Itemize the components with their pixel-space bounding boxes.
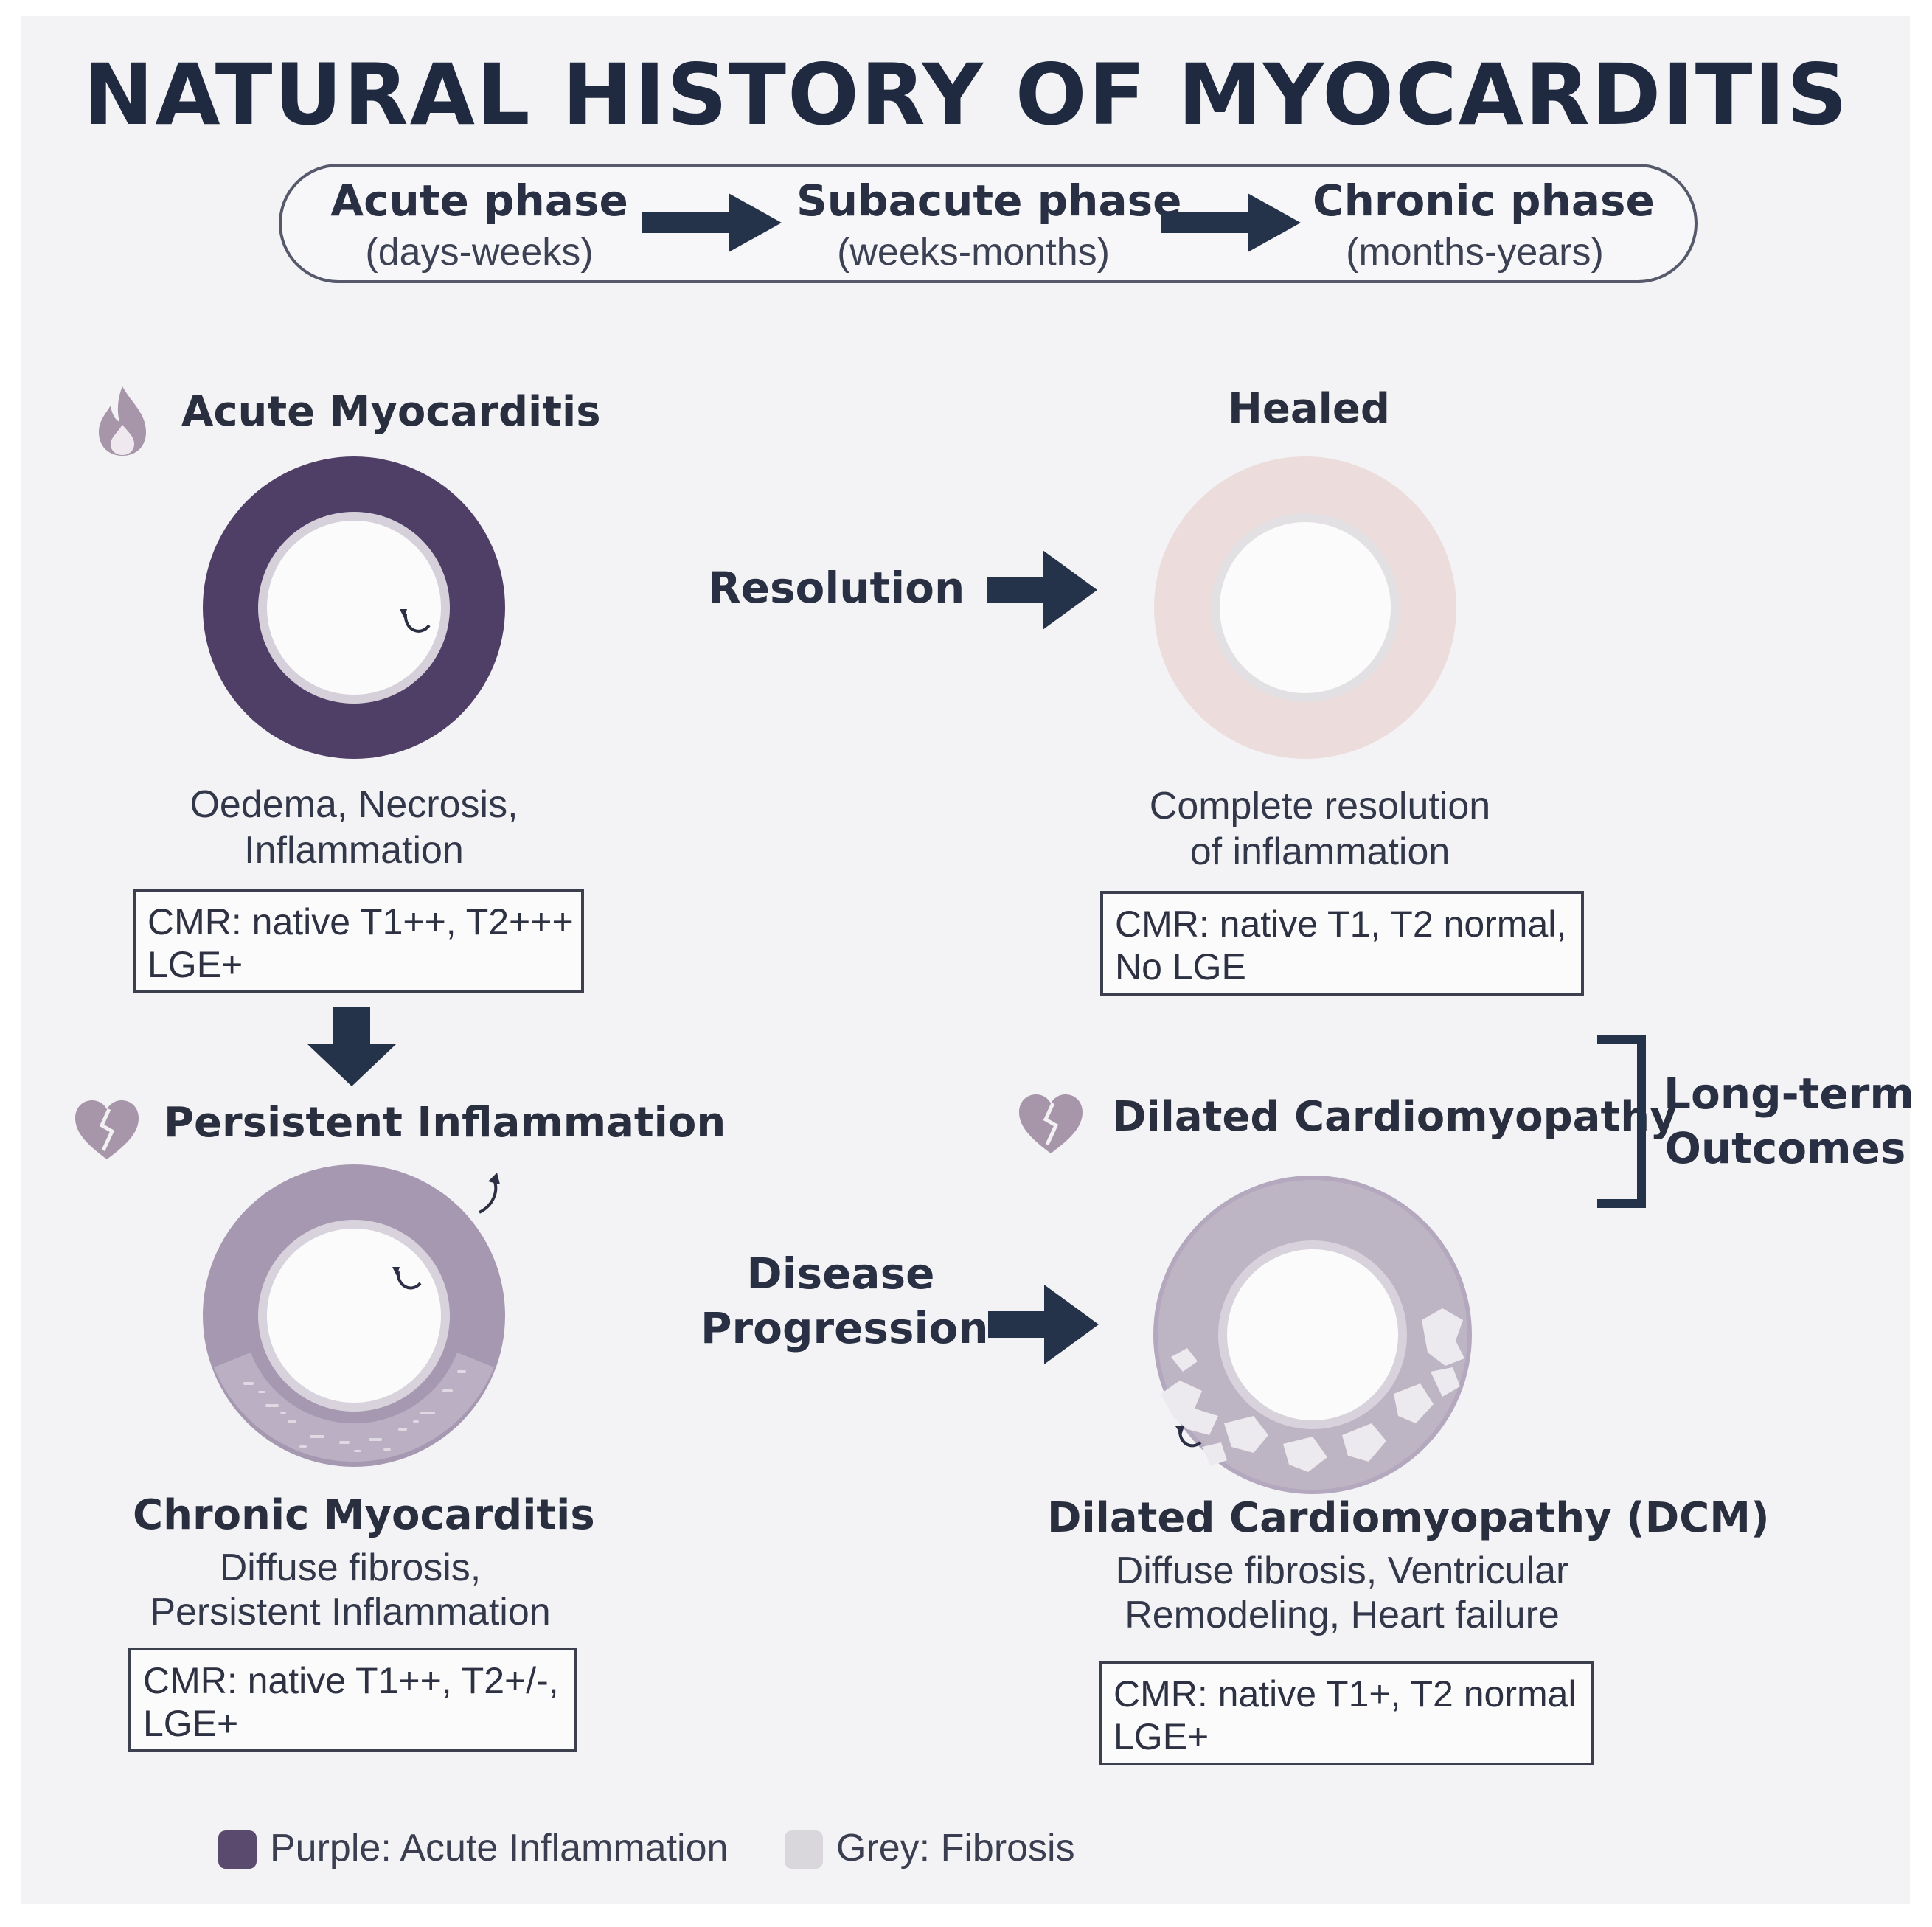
transition-label-line: Progression [701,1303,989,1353]
chronic-myocardium-ring [203,1164,505,1467]
persistent-inflammation-heading: Persistent Inflammation [164,1099,726,1147]
chronic-cmr-box: CMR: native T1++, T2+/-, LGE+ [128,1648,577,1752]
dcm-subheading: Dilated Cardiomyopathy (DCM) [1047,1494,1770,1542]
description-line: Remodeling, Heart failure [1125,1594,1560,1636]
phase-chronic: Chronic phase (months-years) [1313,176,1655,274]
phase-timeline [279,164,1698,283]
broken-heart-icon [1019,1094,1083,1153]
page-title: NATURAL HISTORY OF MYOCARDITIS [83,46,1849,144]
phase-arrow-2-icon [1161,193,1301,252]
healed-myocardium-ring [1154,456,1456,759]
cmr-line: LGE+ [1113,1716,1209,1757]
healed-description: Complete resolution of inflammation [1091,783,1549,875]
cmr-line: CMR: native T1++, T2+/-, [143,1660,559,1701]
phase-name: Acute phase [330,176,628,226]
description-line: of inflammation [1189,830,1450,873]
description-line: Diffuse fibrosis, [219,1546,482,1589]
description-line: Complete resolution [1149,785,1491,827]
phase-duration: (months-years) [1346,231,1604,274]
transition-label-line: Resolution [708,563,965,613]
cmr-line: No LGE [1115,946,1246,987]
dcm-myocardium-ring [1153,1176,1472,1494]
cmr-line: CMR: native T1++, T2+++ [147,901,574,942]
flame-icon [99,386,146,456]
chronic-description: Diffuse fibrosis, Persistent Inflammatio… [111,1546,590,1634]
dcm-description: Diffuse fibrosis, Ventricular Remodeling… [1062,1549,1622,1637]
legend-swatch-purple [218,1830,257,1869]
description-line: Inflammation [244,829,464,872]
healed-cmr-box: CMR: native T1, T2 normal, No LGE [1100,891,1584,996]
legend-label-grey: Grey: Fibrosis [836,1827,1075,1869]
description-line: Persistent Inflammation [150,1591,551,1633]
outcomes-bracket-icon [1597,1035,1646,1208]
dcm-heading: Dilated Cardiomyopathy [1112,1093,1677,1141]
cmr-line: CMR: native T1+, T2 normal [1113,1673,1577,1715]
legend-label-purple: Purple: Acute Inflammation [270,1827,729,1869]
phase-name: Subacute phase [796,176,1182,226]
phase-duration: (days-weeks) [365,231,594,274]
phase-duration: (weeks-months) [837,231,1110,274]
cmr-line: CMR: native T1, T2 normal, [1115,903,1567,945]
dcm-cmr-box: CMR: native T1+, T2 normal LGE+ [1099,1661,1594,1765]
acute-myocardium-ring [203,456,505,759]
phase-acute: Acute phase (days-weeks) [324,176,634,274]
chronic-myocarditis-subheading: Chronic Myocarditis [133,1491,595,1539]
disease-progression-label: Disease Progression [701,1246,989,1355]
resolution-arrow-icon [987,550,1097,630]
resolution-label: Resolution [708,560,965,615]
legend-swatch-grey [785,1830,823,1869]
outcomes-label-line: Long-term [1664,1069,1914,1119]
outcomes-label-line: Outcomes [1664,1123,1906,1173]
phase-subacute: Subacute phase (weeks-months) [796,176,1182,274]
cmr-line: LGE+ [147,944,243,985]
long-term-outcomes-label: Long-term Outcomes [1664,1066,1914,1176]
broken-heart-icon [75,1100,139,1159]
cmr-line: LGE+ [143,1703,239,1744]
acute-description: Oedema, Necrosis, Inflammation [133,782,575,873]
phase-name: Chronic phase [1313,176,1655,226]
description-line: Oedema, Necrosis, [190,783,518,826]
transition-label-line: Disease [746,1249,935,1299]
acute-cmr-box: CMR: native T1++, T2+++ LGE+ [133,889,584,993]
progression-arrow-icon [988,1285,1099,1364]
acute-myocarditis-heading: Acute Myocarditis [181,388,601,436]
phase-arrow-1-icon [642,193,782,252]
healed-heading: Healed [1228,385,1390,433]
description-line: Diffuse fibrosis, Ventricular [1115,1549,1569,1592]
down-arrow-icon [307,1007,397,1086]
